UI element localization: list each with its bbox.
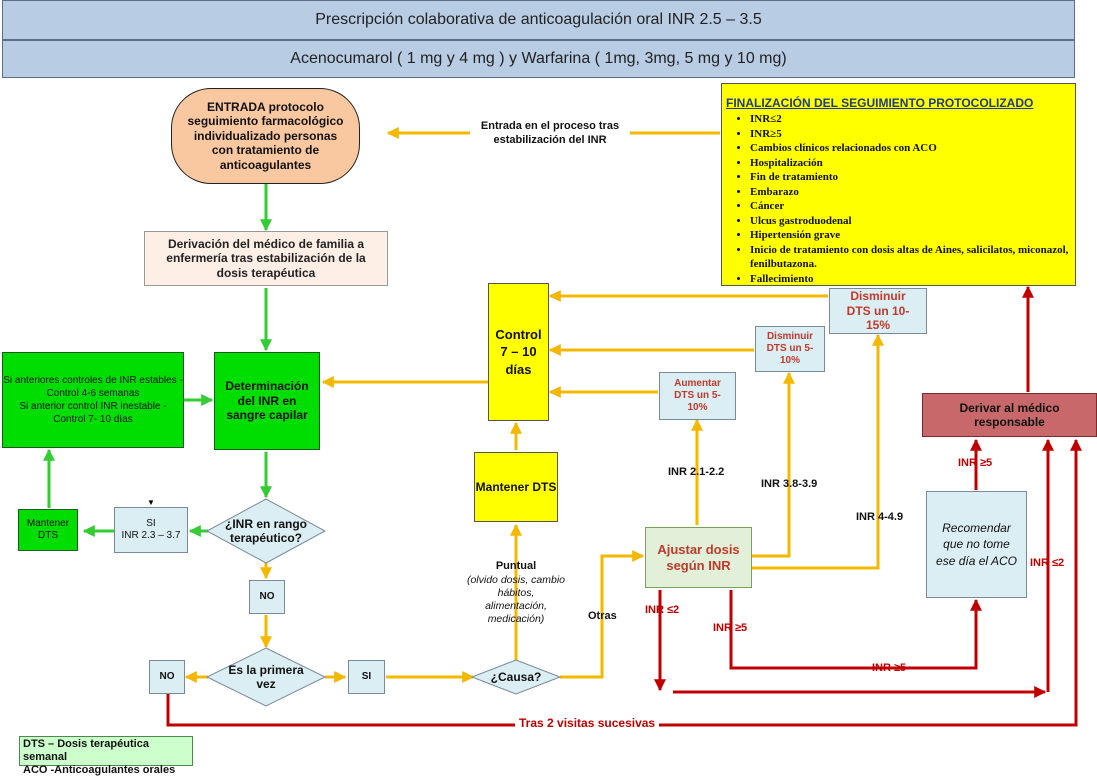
si-rango-marker: ▼: [147, 498, 155, 507]
label-otras: Otras: [588, 610, 617, 622]
diamond-primera-label: Es la primera vez: [226, 662, 306, 692]
causa-text: ¿Causa?: [490, 669, 542, 684]
no1-text: NO: [259, 591, 275, 602]
legend-line-2: ACO -Anticoagulantes orales: [23, 764, 176, 776]
anteriores-line-1: Si anteriores controles de INR estables …: [3, 375, 183, 386]
node-no2: NO: [149, 660, 185, 694]
diamond-inr-rango: [205, 498, 327, 564]
ajustar-text: Ajustar dosis según INR: [657, 541, 740, 573]
si-rango-line-2: INR 2.3 – 3.7: [121, 530, 181, 541]
final-item: Ulcus gastroduodenal: [750, 214, 1071, 229]
label-entrada-proceso: Entrada en el proceso tras estabilizació…: [470, 120, 630, 148]
final-item: Cambios clínicos relacionados con ACO: [750, 141, 1071, 156]
node-si-rango: SI INR 2.3 – 3.7: [114, 507, 188, 553]
si2-text: SI: [361, 671, 372, 682]
label-inr-44: INR 4-4.9: [856, 511, 904, 523]
legend: DTS – Dosis terapéutica semanal ACO -Ant…: [19, 736, 193, 776]
label-inr-ge5-c: INR ≥5: [958, 457, 993, 469]
node-recomendar: Recomendar que no tome ese día el ACO: [926, 491, 1027, 598]
node-mantener-small-text: Mantener DTS: [26, 518, 70, 541]
final-list: INR≤2 INR≥5 Cambios clínicos relacionado…: [726, 112, 1071, 286]
primera-text: Es la primera vez: [228, 662, 304, 691]
legend-line-1: DTS – Dosis terapéutica semanal: [23, 738, 149, 763]
final-item: Fallecimiento: [750, 272, 1071, 287]
node-entrada-text: ENTRADA protocolo seguimiento farmacológ…: [187, 100, 344, 172]
node-disminuir-10: Disminuir DTS un 10-15%: [829, 288, 927, 334]
label-inr-le2-b: INR ≤2: [1030, 557, 1065, 569]
no2-text: NO: [159, 671, 175, 682]
disminuir-5-text: Disminuir DTS un 5-10%: [766, 331, 814, 366]
final-item: Fin de tratamiento: [750, 170, 1071, 185]
final-item: Hospitalización: [750, 156, 1071, 171]
header-title: Prescripción colaborativa de anticoagula…: [315, 11, 762, 28]
final-item: INR≤2: [750, 112, 1071, 127]
derivar-text: Derivar al médico responsable: [959, 400, 1060, 429]
node-ajustar: Ajustar dosis según INR: [645, 527, 752, 588]
node-control: Control 7 – 10 días: [488, 283, 549, 421]
node-no1: NO: [249, 580, 285, 614]
label-puntual-title: Puntual: [495, 560, 537, 572]
final-item: Cáncer: [750, 199, 1071, 214]
node-anteriores: Si anteriores controles de INR estables …: [2, 352, 184, 448]
node-final: FINALIZACIÓN DEL SEGUIMIENTO PROTOCOLIZA…: [721, 83, 1076, 286]
node-derivar: Derivar al médico responsable: [922, 393, 1097, 437]
label-inr-le2-a: INR ≤2: [645, 604, 680, 616]
final-item: INR≥5: [750, 127, 1071, 142]
label-inr-ge5-b: INR ≥5: [872, 662, 907, 674]
header-subtitle-bar: Acenocumarol ( 1 mg y 4 mg ) y Warfarina…: [2, 40, 1075, 78]
node-derivacion: Derivación del médico de familia a enfer…: [144, 231, 388, 286]
control-text: Control 7 – 10 días: [495, 326, 542, 377]
mantener-big-text: Mantener DTS: [475, 479, 557, 494]
arrow-ajustar-ge5: [729, 590, 982, 670]
arrow-ajustar-disminuir10: [752, 333, 884, 570]
label-tras2: Tras 2 visitas sucesivas: [515, 716, 660, 731]
node-determinacion-text: Determinación del INR en sangre capilar: [225, 379, 309, 423]
arrow-causa-ajustar: [560, 550, 645, 679]
label-inr-ge5-a: INR ≥5: [713, 622, 748, 634]
node-mantener-small: Mantener DTS: [18, 509, 78, 551]
aumentar-text: Aumentar DTS un 5-10%: [674, 378, 721, 413]
header-subtitle: Acenocumarol ( 1 mg y 4 mg ) y Warfarina…: [290, 50, 787, 67]
anteriores-line-4: Control 7- 10 días: [53, 414, 133, 425]
node-mantener-big: Mantener DTS: [474, 452, 558, 522]
diamond-inr-rango-label: ¿INR en rango terapéutico?: [216, 514, 316, 548]
diamond-primera: [205, 647, 327, 707]
final-title: FINALIZACIÓN DEL SEGUIMIENTO PROTOCOLIZA…: [726, 96, 1034, 110]
label-puntual: Puntual (olvido dosis, cambio hábitos, a…: [466, 560, 566, 626]
final-item: Embarazo: [750, 185, 1071, 200]
arrow-ajustar-disminuir5: [752, 371, 795, 558]
node-si2: SI: [348, 660, 385, 694]
anteriores-line-3: Si anterior control INR inestable -: [19, 401, 167, 412]
si-rango-line-1: SI: [146, 518, 156, 529]
node-entrada: ENTRADA protocolo seguimiento farmacológ…: [171, 88, 360, 184]
final-item: Inicio de tratamiento con dosis altas de…: [750, 243, 1071, 272]
disminuir-10-text: Disminuir DTS un 10-15%: [846, 289, 910, 333]
inr-rango-text: ¿INR en rango terapéutico?: [224, 516, 307, 545]
node-aumentar: Aumentar DTS un 5-10%: [659, 372, 736, 420]
node-determinacion: Determinación del INR en sangre capilar: [214, 352, 320, 450]
node-derivacion-text: Derivación del médico de familia a enfer…: [166, 236, 366, 280]
final-item: Hipertensión grave: [750, 228, 1071, 243]
label-inr-21: INR 2.1-2.2: [668, 466, 725, 478]
anteriores-line-2: Control 4-6 semanas: [46, 388, 140, 399]
diamond-causa-label: ¿Causa?: [480, 668, 552, 686]
header-title-bar: Prescripción colaborativa de anticoagula…: [2, 0, 1075, 40]
diamond-causa: [470, 659, 562, 695]
label-inr-38: INR 3.8-3.9: [761, 478, 818, 490]
label-puntual-detail: (olvido dosis, cambio hábitos, alimentac…: [466, 573, 566, 626]
node-disminuir-5: Disminuir DTS un 5-10%: [755, 326, 825, 372]
recomendar-text: Recomendar que no tome ese día el ACO: [936, 521, 1017, 568]
label-entrada-proceso-text: Entrada en el proceso tras estabilizació…: [480, 120, 620, 146]
